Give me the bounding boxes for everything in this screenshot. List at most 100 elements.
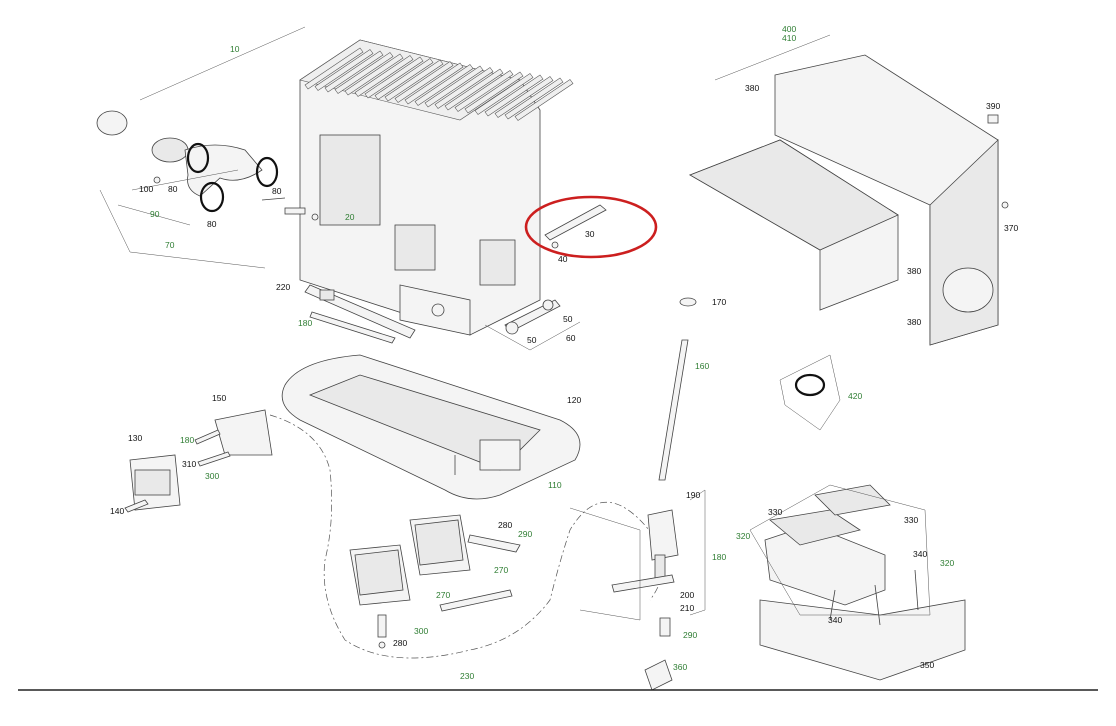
label-120: 120 [567,395,581,405]
label-140: 140 [110,506,124,516]
exchanger-fin [394,61,454,103]
label-380b: 380 [907,266,921,276]
exchanger-fin [444,68,504,111]
label-350: 350 [920,660,934,670]
exchanger-fin [504,77,564,120]
bracket-30 [524,195,658,259]
label-210: 210 [680,603,694,613]
label-190: 190 [686,490,700,500]
burners [349,514,521,649]
exchanger-fin [304,47,364,90]
label-420: 420 [848,391,862,401]
label-340b: 340 [828,615,842,625]
label-80a: 80 [168,184,178,194]
exchanger-fin [344,53,404,96]
highlight-ellipse [524,195,658,259]
burner-inset [319,134,381,226]
screw [153,176,161,184]
screw [551,241,559,249]
label-400: 400 [782,24,796,34]
exchanger-fin [354,55,414,97]
label-280b: 280 [393,638,407,648]
exchanger-fins [304,47,574,121]
label-110: 110 [548,480,562,490]
label-370: 370 [1004,223,1018,233]
flue-elbow [184,144,263,197]
gasket-ring [255,156,279,188]
exchanger-fin [334,52,394,94]
label-180c: 180 [712,552,726,562]
exchanger-fin [514,79,574,121]
label-280a: 280 [498,520,512,530]
bracket [394,224,436,271]
exchanger-fin [324,50,384,93]
label-50a: 50 [563,314,573,324]
label-70: 70 [165,240,175,250]
gasket-ring [199,181,225,213]
label-60: 60 [566,333,576,343]
label-220: 220 [276,282,290,292]
label-230: 230 [460,671,474,681]
exchanger-fin [314,49,374,91]
gas-valve-assembly [569,297,706,691]
label-80c: 80 [207,219,217,229]
label-360: 360 [673,662,687,672]
label-330a: 330 [768,507,782,517]
label-390: 390 [986,101,1000,111]
label-180a: 180 [298,318,312,328]
label-50b: 50 [527,335,537,345]
exchanger-fin [484,74,544,117]
label-200: 200 [680,590,694,600]
label-380a: 380 [745,83,759,93]
tray-assembly [749,484,966,681]
tray-350 [759,599,966,681]
bracket [479,239,516,286]
label-30: 30 [585,229,595,239]
label-310: 310 [182,459,196,469]
label-180b: 180 [180,435,194,445]
exchanger-fin [494,76,554,118]
label-290b: 290 [683,630,697,640]
left-components [124,409,273,513]
flue-assembly [96,26,306,269]
exchanger-fin [364,56,424,99]
label-270b: 270 [436,590,450,600]
exchanger-fin [424,65,484,108]
label-90: 90 [150,209,160,219]
flue-ring [151,137,189,163]
base-plate [281,354,581,500]
label-330b: 330 [904,515,918,525]
label-320a: 320 [736,531,750,541]
label-290a: 290 [518,529,532,539]
label-150: 150 [212,393,226,403]
label-10: 10 [230,44,240,54]
seal-ring-420 [779,354,841,431]
ignition-bar [304,284,416,344]
cover-150 [214,409,273,456]
exchanger-fin [374,58,434,100]
exchanger-fin [474,73,534,115]
label-80b: 80 [272,186,282,196]
label-130: 130 [128,433,142,443]
gasket-ring [186,142,210,174]
exchanger-fin [434,67,494,109]
label-20: 20 [345,212,355,222]
flue-cap [96,110,128,136]
label-300a: 300 [205,471,219,481]
label-410: 410 [782,33,796,43]
label-380c: 380 [907,317,921,327]
part-labels: 10 20 30 40 50 50 60 70 80 80 80 90 100 … [110,24,1018,681]
heat-exchanger [261,39,574,336]
label-300b: 300 [414,626,428,636]
exchanger-fin [404,62,464,105]
gas-line-route [269,414,664,659]
label-100: 100 [139,184,153,194]
label-320b: 320 [940,558,954,568]
exchanger-fin [464,71,524,114]
casing [689,34,1009,346]
exchanger-fin [454,70,514,112]
exchanger-fin [414,64,474,106]
label-170: 170 [712,297,726,307]
label-160: 160 [695,361,709,371]
